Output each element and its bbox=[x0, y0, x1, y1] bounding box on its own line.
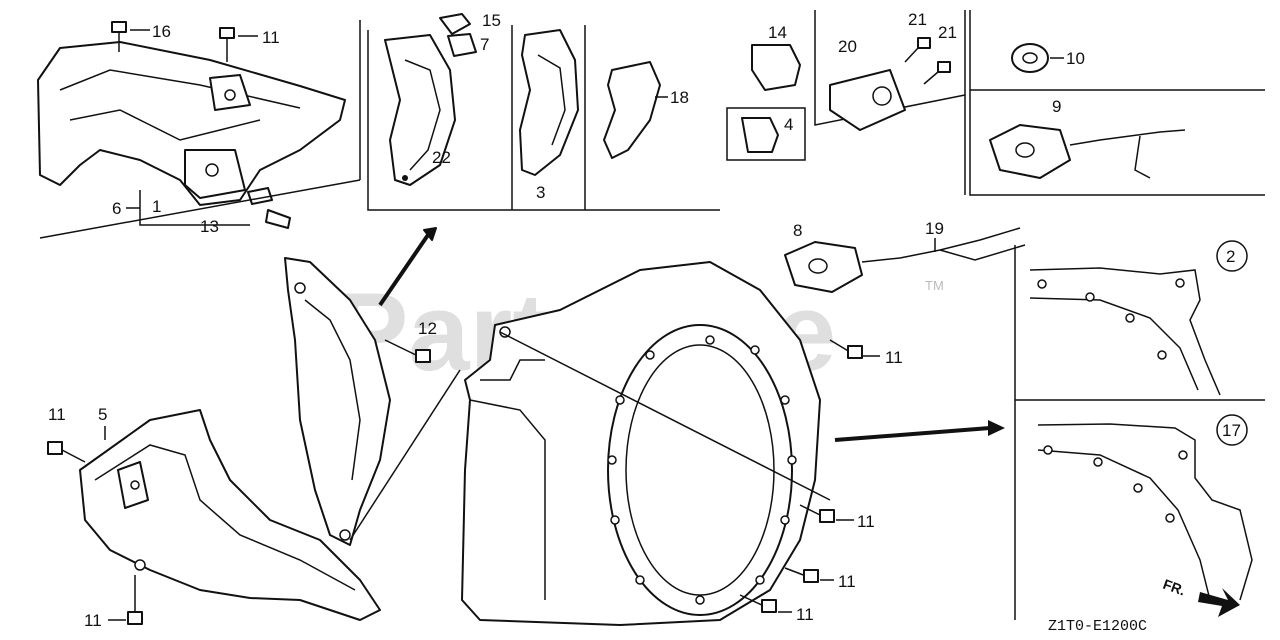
bolt-12[interactable] bbox=[384, 339, 431, 363]
grommet-10[interactable] bbox=[1011, 43, 1049, 73]
bolt-11-d[interactable] bbox=[47, 441, 86, 463]
callout-11-b: 11 bbox=[885, 348, 903, 367]
bolt-11-top[interactable] bbox=[219, 27, 235, 62]
upper-cover-part[interactable] bbox=[37, 41, 346, 206]
lower-cover-5[interactable] bbox=[79, 409, 381, 621]
variant-2-cover[interactable] bbox=[1029, 267, 1221, 396]
bracket-4[interactable] bbox=[741, 117, 779, 153]
front-direction-arrow bbox=[1198, 588, 1240, 617]
callout-16: 16 bbox=[152, 22, 171, 41]
callout-21-a: 21 bbox=[908, 10, 927, 29]
fan-cover-opening bbox=[625, 344, 775, 596]
switch-8[interactable] bbox=[784, 227, 1026, 293]
callout-11-g: 11 bbox=[796, 605, 814, 624]
callout-4: 4 bbox=[784, 115, 793, 134]
callout-14: 14 bbox=[768, 23, 787, 42]
bolt-11-e[interactable] bbox=[127, 575, 143, 625]
switch-9[interactable] bbox=[989, 124, 1186, 179]
callout-10: 10 bbox=[1066, 49, 1085, 68]
callout-1: 1 bbox=[152, 197, 161, 216]
bolt-11-right[interactable] bbox=[829, 339, 863, 359]
bracket-14[interactable] bbox=[751, 44, 801, 91]
fan-cover[interactable] bbox=[349, 261, 831, 626]
cover-panel bbox=[367, 25, 720, 211]
variant-2-label: 2 bbox=[1226, 247, 1235, 266]
callout-9: 9 bbox=[1052, 97, 1061, 116]
bolt-11-g[interactable] bbox=[739, 594, 777, 613]
diagram-code: Z1T0-E1200C bbox=[1048, 618, 1147, 635]
callout-11-a: 11 bbox=[262, 28, 280, 47]
callout-12: 12 bbox=[418, 319, 437, 338]
callout-21-b: 21 bbox=[938, 23, 957, 42]
callout-3: 3 bbox=[536, 183, 545, 202]
shroud-part-22[interactable] bbox=[384, 34, 456, 186]
screw-21-a[interactable] bbox=[904, 37, 931, 63]
upper-cover-group bbox=[37, 20, 361, 239]
side-shroud[interactable] bbox=[284, 257, 391, 546]
callout-19: 19 bbox=[925, 219, 944, 238]
callout-11-c: 11 bbox=[857, 512, 875, 531]
callout-11-f: 11 bbox=[838, 572, 856, 591]
screw-21-b[interactable] bbox=[923, 61, 951, 85]
shroud-part-18[interactable] bbox=[603, 61, 661, 159]
housing-20[interactable] bbox=[829, 69, 906, 131]
callout-11-e: 11 bbox=[84, 611, 102, 630]
callout-18: 18 bbox=[670, 88, 689, 107]
front-direction-label: FR. bbox=[1161, 576, 1188, 599]
shroud-part-3[interactable] bbox=[519, 29, 579, 176]
variant-2-badge bbox=[1216, 240, 1248, 272]
callout-20: 20 bbox=[838, 37, 857, 56]
bolt-11-c[interactable] bbox=[799, 504, 835, 523]
panel-20 bbox=[814, 10, 966, 195]
variant-17-badge bbox=[1216, 414, 1248, 446]
bolt-11-f[interactable] bbox=[784, 567, 819, 583]
clip-7[interactable] bbox=[447, 33, 477, 57]
variant-17-label: 17 bbox=[1222, 421, 1241, 440]
clip-15[interactable] bbox=[439, 13, 471, 35]
callout-11-d: 11 bbox=[48, 405, 66, 424]
callout-6: 6 bbox=[112, 199, 121, 218]
variant-panel bbox=[1014, 245, 1265, 620]
callout-15: 15 bbox=[482, 11, 501, 30]
callout-5: 5 bbox=[98, 405, 107, 424]
callout-7: 7 bbox=[480, 35, 489, 54]
watermark-tm: TM bbox=[925, 278, 944, 293]
variant-17-cover[interactable] bbox=[1037, 423, 1253, 601]
bolt-16[interactable] bbox=[111, 21, 127, 52]
callout-13: 13 bbox=[200, 217, 219, 236]
callout-22: 22 bbox=[432, 148, 451, 167]
callout-8: 8 bbox=[793, 221, 802, 240]
